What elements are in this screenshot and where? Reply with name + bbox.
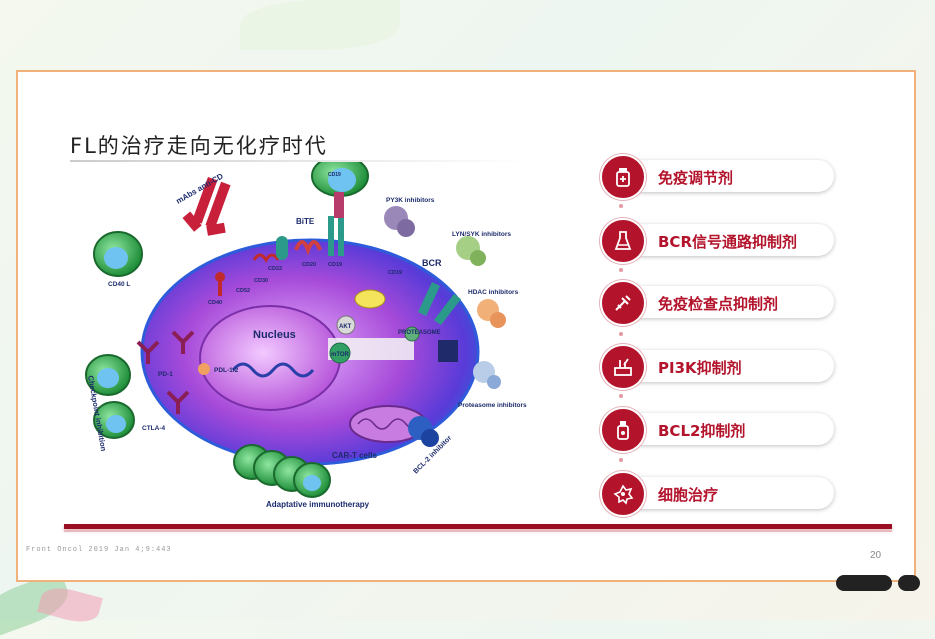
source-citation: Front Oncol 2019 Jan 4;9:443 <box>26 546 172 554</box>
treatment-label: BCR信号通路抑制剂 <box>658 233 797 251</box>
title-underline <box>70 160 530 162</box>
label-hdac: HDAC inhibitors <box>468 289 519 296</box>
antibody-mabs <box>182 177 231 236</box>
car-t-cells <box>233 444 331 498</box>
pd1-t-cell-core <box>97 368 119 388</box>
label-cd30: CD30 <box>254 278 268 284</box>
connector-dot <box>619 204 623 208</box>
syringe-icon <box>600 280 646 326</box>
page-number: 20 <box>870 550 882 561</box>
label-ctla4: CTLA-4 <box>142 425 165 432</box>
treatment-item[interactable]: BCL2抑制剂 <box>600 407 836 453</box>
label-cd19b: CD19 <box>388 270 402 276</box>
cd40-receptor <box>215 272 225 296</box>
treatment-pill <box>612 350 834 382</box>
treatment-label: BCL2抑制剂 <box>658 422 746 440</box>
nucleus <box>199 305 341 411</box>
slide: FL的治疗走向无化疗时代 Nucleus <box>16 70 916 582</box>
treatment-item[interactable]: 免疫调节剂 <box>600 154 836 200</box>
pdl-ligand <box>198 363 210 375</box>
akt-node <box>336 315 356 335</box>
slide-title: FL的治疗走向无化疗时代 <box>70 134 328 158</box>
bite-connector <box>334 192 344 218</box>
connector-dot <box>619 458 623 462</box>
py3k-inhibitor-molecule <box>384 206 415 237</box>
mechanism-diagram: Nucleus AKT mTOR PROTEASOME <box>85 162 527 509</box>
footer-rule-shadow <box>64 530 892 532</box>
player-control-button[interactable] <box>898 575 920 591</box>
hdac-inhibitor-molecule <box>477 299 506 328</box>
lab-flask-icon <box>600 218 646 264</box>
medicine-bottle-icon <box>600 154 646 200</box>
cd22-receptor <box>276 236 288 260</box>
treatment-item[interactable]: PI3K抑制剂 <box>600 344 836 390</box>
treatment-item[interactable]: 免疫检查点抑制剂 <box>600 280 836 326</box>
mtor-label: mTOR <box>331 352 350 358</box>
cd19-receptor <box>328 216 344 256</box>
bite-t-cell-core <box>328 168 356 192</box>
player-control-button[interactable] <box>836 575 892 591</box>
treatment-label: 免疫调节剂 <box>658 169 734 187</box>
ctla4-t-cell-core <box>106 415 126 433</box>
proteasome-label: PROTEASOME <box>398 330 441 336</box>
treatment-label: 免疫检查点抑制剂 <box>658 295 779 313</box>
syk-node <box>404 326 420 342</box>
treatment-label: PI3K抑制剂 <box>658 359 742 377</box>
akt-label: AKT <box>339 324 352 330</box>
label-cd22: CD22 <box>268 266 282 272</box>
label-proteasome-inhibitors: Proteasome inhibitors <box>458 402 527 409</box>
test-tubes-icon <box>600 344 646 390</box>
nucleus-label: Nucleus <box>253 329 296 341</box>
label-cd19: CD19 <box>328 262 342 268</box>
mtor-node <box>329 342 351 364</box>
proteasome-shape <box>438 340 458 362</box>
label-pd1: PD-1 <box>158 371 173 378</box>
treatment-pill <box>612 477 834 509</box>
treatment-label: 细胞治疗 <box>658 486 719 504</box>
treatment-pill <box>612 413 834 445</box>
label-pdl12: PDL-1/2 <box>214 367 239 374</box>
dna <box>231 362 315 378</box>
lyn-syk-inhibitor-molecule <box>456 236 486 266</box>
connector-dot <box>619 394 623 398</box>
treatment-item[interactable]: 细胞治疗 <box>600 471 836 517</box>
background-leaf <box>240 0 400 50</box>
footer-rule <box>64 524 892 529</box>
checkpoint-antibody <box>136 330 195 414</box>
label-bite: BiTE <box>296 217 315 226</box>
label-lyn-syk: LYN/SYK inhibitors <box>452 231 511 238</box>
cd20-receptor <box>294 240 322 256</box>
proteasome-inhibitor-molecule <box>473 361 501 389</box>
label-adaptive: Adaptative immunotherapy <box>266 500 370 509</box>
cd40l-cell-core <box>104 247 128 269</box>
cd52-receptor <box>252 253 280 263</box>
bcl2-inhibitor-molecule <box>408 416 439 447</box>
label-bcr: BCR <box>422 258 442 268</box>
label-cd40: CD40 <box>208 300 222 306</box>
label-cd19-top: CD19 <box>328 172 341 178</box>
pi3k-node <box>354 289 386 309</box>
background-leaf <box>37 582 103 628</box>
treatment-pill <box>612 224 834 256</box>
connector-dot <box>619 332 623 336</box>
bcr-receptor <box>418 282 461 325</box>
treatment-item[interactable]: BCR信号通路抑制剂 <box>600 218 836 264</box>
treatment-pill <box>612 160 834 192</box>
label-py3k: PY3K inhibitors <box>386 197 435 204</box>
medicine-vial-icon <box>600 407 646 453</box>
label-cart: CAR-T cells <box>332 451 377 460</box>
label-cd52: CD52 <box>236 288 250 294</box>
treatment-pill <box>612 286 834 318</box>
connector-dot <box>619 268 623 272</box>
label-cd20: CD20 <box>302 262 316 268</box>
label-cd40l: CD40 L <box>108 281 130 288</box>
cell-icon <box>600 471 646 517</box>
